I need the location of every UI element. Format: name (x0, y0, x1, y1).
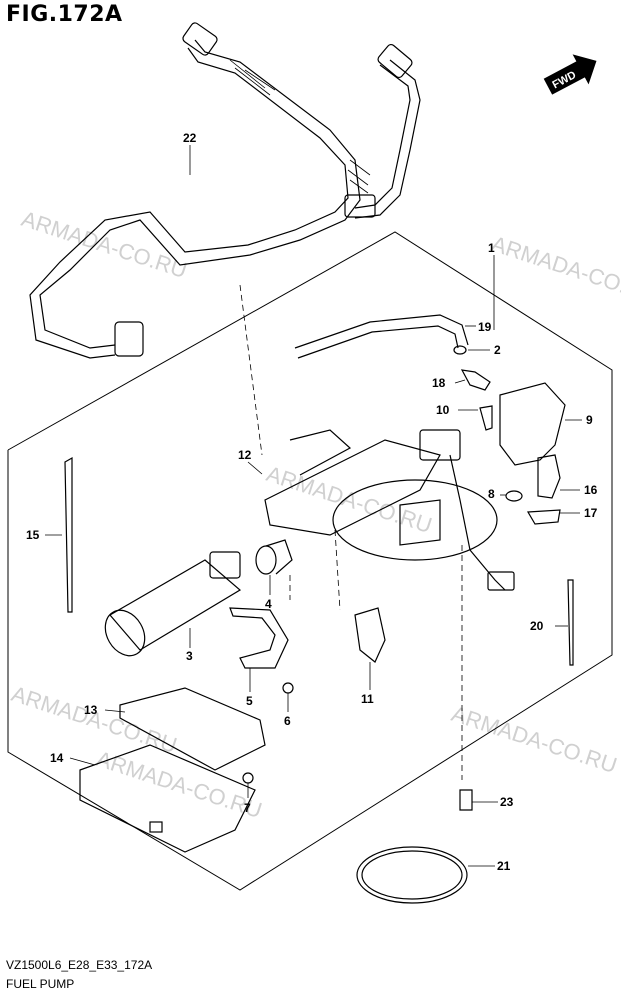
callout-number: 21 (497, 859, 511, 873)
callout-number: 13 (84, 703, 98, 717)
callout-number: 11 (361, 692, 374, 706)
callout-number: 20 (530, 619, 544, 633)
callout-number: 8 (488, 487, 495, 501)
assembly-frame (7, 231, 613, 891)
callout-number: 16 (584, 483, 598, 497)
callout-number: 17 (584, 506, 598, 520)
callout-number: 15 (26, 528, 40, 542)
bracket-5 (229, 607, 289, 669)
hose-19 (294, 314, 469, 359)
callout-number: 22 (183, 131, 197, 145)
callout-number: 12 (238, 448, 252, 462)
watermark-text: ARMADA-CO.RU (18, 206, 190, 283)
figure-caption: FUEL PUMP (6, 977, 75, 991)
callout-number: 23 (500, 795, 514, 809)
fuel-pump (104, 551, 242, 657)
callout-number: 10 (436, 403, 450, 417)
small-parts (64, 345, 574, 904)
callout-number: 6 (284, 714, 291, 728)
base-plate (79, 687, 266, 853)
callouts: 1 2 3 4 5 6 7 8 9 10 11 12 13 14 15 16 1… (26, 131, 598, 873)
figure-code: VZ1500L6_E28_E33_172A (6, 958, 153, 972)
callout-number: 3 (186, 649, 193, 663)
callout-number: 4 (265, 597, 272, 611)
filter-4 (255, 539, 293, 575)
fwd-arrow: FWD (543, 54, 597, 95)
callout-number: 14 (50, 751, 64, 765)
dashed-leaders (239, 284, 463, 780)
callout-number: 1 (488, 241, 495, 255)
callout-number: 7 (244, 801, 251, 815)
watermark-text: ARMADA-CO.RU (448, 701, 620, 778)
hose-22 (29, 22, 421, 359)
pump-housing (264, 429, 515, 591)
watermark-text: ARMADA-CO.RU (488, 231, 621, 308)
callout-number: 18 (432, 376, 446, 390)
callout-number: 19 (478, 320, 492, 334)
callout-number: 2 (494, 343, 501, 357)
callout-number: 9 (586, 413, 593, 427)
figure-title: FIG.172A (6, 2, 123, 27)
callout-number: 5 (246, 694, 253, 708)
watermark-text: ARMADA-CO.RU (263, 461, 435, 538)
